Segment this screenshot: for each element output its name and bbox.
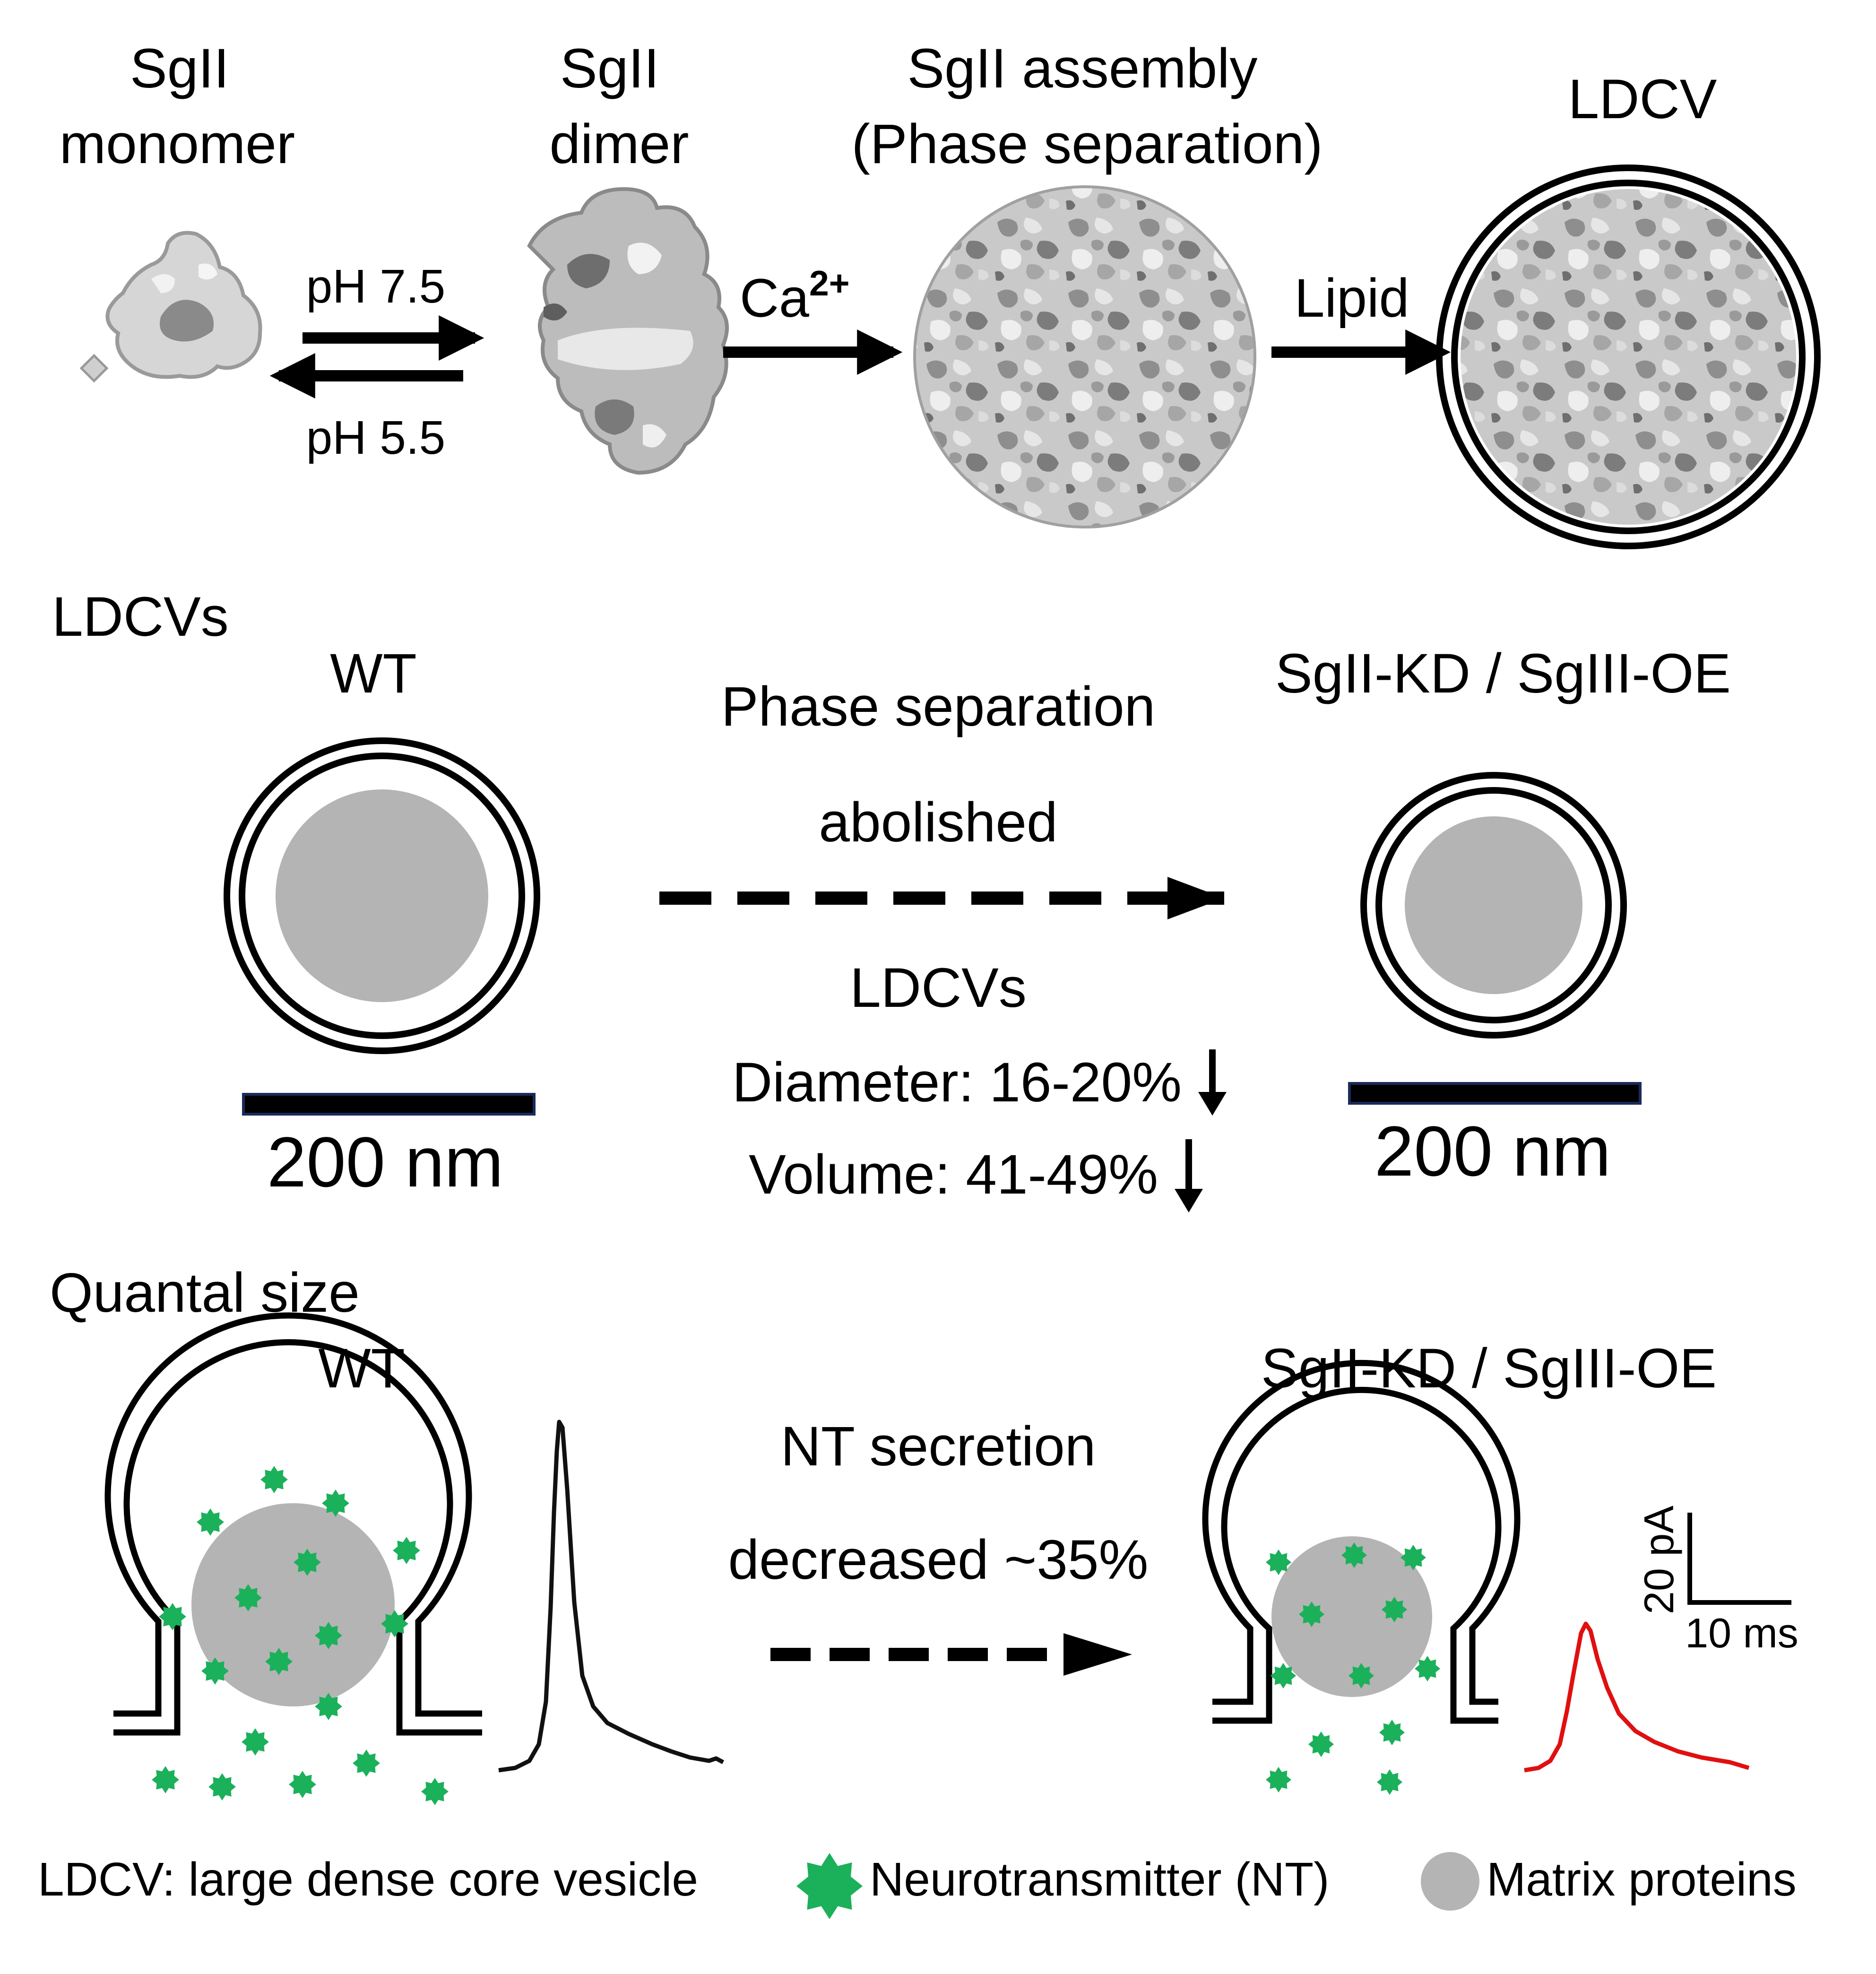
wt-amperometric-trace [498,1420,725,1773]
lipid-label: Lipid [1295,268,1409,329]
diameter-down-arrow [1198,1049,1227,1116]
mutant-label-ldcv: SgII-KD / SgIII-OE [1275,642,1731,705]
dashed-arrow-ldcv-head [1167,877,1224,919]
scale-x-label: 10 ms [1685,1610,1798,1656]
sgii-dimer-structure [527,187,729,475]
dimer-label-line2: dimer [549,113,689,175]
wt-nt-14 [152,1766,179,1793]
scale-bar-left [242,1093,536,1116]
wt-fusion-pore [104,1312,482,1736]
wt-label-ldcv: WT [330,642,416,705]
wt-nt-18 [421,1778,449,1805]
wt-matrix-core [276,789,488,1002]
wt-nt-16 [289,1771,316,1798]
scale-bar-right [1348,1082,1642,1105]
mutant-matrix-core [1405,816,1582,994]
calcium-label: Ca2+ [740,263,850,329]
trace-scale-bar [1687,1513,1791,1605]
mutant-matrix-core-fusion [1271,1536,1432,1697]
mutant-amperometric-trace [1524,1621,1750,1773]
monomer-label-line2: monomer [60,113,295,175]
wt-matrix-core-fusion [191,1503,395,1706]
mut-nt-9 [1308,1731,1334,1758]
wt-nt-13 [242,1728,269,1756]
wt-nt-3 [197,1508,224,1536]
volume-change: Volume: 41-49% [749,1143,1158,1206]
legend-nt-label: Neurotransmitter (NT) [870,1853,1329,1906]
mut-nt-12 [1376,1769,1403,1795]
scale-label-left: 200 nm [267,1122,503,1202]
assembly-label-line2: (Phase separation) [851,113,1323,175]
ldcv-label: LDCV [1568,68,1717,130]
scale-label-right: 200 nm [1375,1111,1611,1191]
legend-ldcv-definition: LDCV: large dense core vesicle [38,1853,698,1906]
section-title-ldcvs: LDCVs [52,586,229,648]
sgii-monomer-structure [79,231,262,383]
volume-down-arrow [1175,1139,1203,1212]
phase-separation-line1: Phase separation [721,675,1155,738]
assembly-label-line1: SgII assembly [907,37,1257,100]
legend-matrix-icon [1421,1852,1479,1911]
ph-reverse-label: pH 5.5 [306,411,446,464]
dashed-arrow-nt-head [1063,1633,1132,1676]
mut-nt-11 [1265,1766,1292,1793]
scale-y-label: 20 pA [1635,1506,1682,1614]
diameter-change: Diameter: 16-20% [732,1051,1182,1114]
dimer-label-line1: SgII [560,37,659,100]
mut-nt-10 [1379,1719,1405,1746]
phase-separation-line2: abolished [819,791,1057,854]
monomer-label-line1: SgII [130,37,229,100]
wt-nt-1 [260,1466,288,1493]
ldcv-vesicle-structure [1436,164,1821,549]
nt-secretion-line2: decreased ~35% [728,1529,1149,1591]
wt-nt-4 [393,1537,420,1564]
legend-nt-icon [796,1853,863,1919]
ph-forward-label: pH 7.5 [306,260,446,313]
mutant-ldcv-vesicle [1360,772,1627,1039]
wt-nt-15 [208,1773,236,1801]
wt-nt-17 [353,1749,380,1777]
sgii-assembly-droplet [913,185,1256,528]
legend-matrix-label: Matrix proteins [1487,1853,1797,1906]
wt-ldcv-vesicle [224,737,540,1054]
nt-secretion-line1: NT secretion [781,1415,1096,1478]
ldcvs-change-label: LDCVs [850,957,1027,1019]
mutant-fusion-pore [1202,1359,1521,1724]
